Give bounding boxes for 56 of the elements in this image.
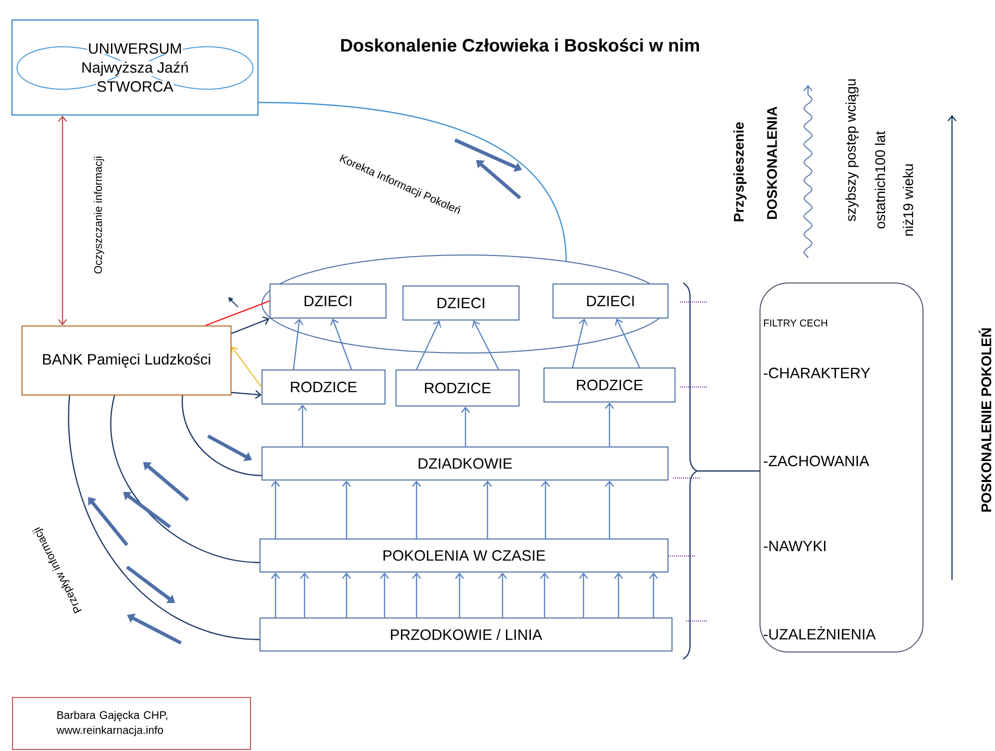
arrow <box>541 480 550 538</box>
arrow <box>572 318 588 368</box>
generation-box: DZIECI <box>402 286 520 320</box>
arrow <box>455 572 464 618</box>
arrow <box>342 480 351 538</box>
generation-box: POKOLENIA W CZASIE <box>260 538 668 572</box>
arrow <box>605 402 614 446</box>
arrow <box>231 316 270 334</box>
rotated-label: szybszy postęp wciągu <box>845 79 859 222</box>
arrow <box>649 572 658 618</box>
generation-box: DZIADKOWIE <box>262 446 668 480</box>
author-box: Barbara Gajęcka CHP, www.reinkarnacja.info <box>12 697 251 750</box>
arrow <box>412 572 421 618</box>
memory-bank-box: BANK Pamięci Ludzkości <box>22 326 232 396</box>
arrow <box>342 572 351 618</box>
arrow <box>292 318 304 370</box>
rotated-label: niż19 wieku <box>902 164 914 236</box>
universe-box: UNIWERSUM Najwyższa Jaźń STWORCA <box>12 20 258 116</box>
generation-box: DZIECI <box>270 284 386 318</box>
arrow <box>461 406 470 446</box>
edge-label: Oczyszczanie informacji <box>92 155 106 275</box>
arrow <box>271 572 280 618</box>
arrow <box>298 404 307 446</box>
connector-line <box>205 300 270 326</box>
connector-line <box>110 395 260 564</box>
arrow <box>614 318 640 368</box>
generation-box: RODZICE <box>396 370 520 406</box>
rotated-label: DOSKONALENIA <box>767 106 777 219</box>
arrow <box>605 480 614 538</box>
connector-line <box>258 102 567 262</box>
arrow <box>231 346 262 388</box>
arrow <box>579 572 588 618</box>
filter-box: FILTRY CECH -CHARAKTERY -ZACHOWANIA -NAWYKI -UZALEŻNIENIA <box>760 282 924 652</box>
arrow <box>472 320 500 370</box>
arrow <box>231 390 262 399</box>
connector-line <box>182 395 262 476</box>
generation-box: DZIECI <box>552 284 668 318</box>
rotated-label: POSKONALENIE POKOLEŃ <box>978 328 992 512</box>
connector-line <box>68 395 260 640</box>
arrow <box>271 480 280 538</box>
arrow <box>498 572 507 618</box>
generation-box: RODZICE <box>262 370 386 404</box>
arrow <box>540 572 549 618</box>
arrow <box>380 572 389 618</box>
generation-box: RODZICE <box>544 368 676 402</box>
rotated-label: Przyspieszenie <box>733 122 747 222</box>
generation-box: PRZODKOWIE / LINIA <box>260 618 672 652</box>
arrow <box>483 480 492 538</box>
rotated-label: ostatnich100 lat <box>874 131 886 228</box>
arrow <box>330 318 352 370</box>
arrow <box>416 320 442 370</box>
arrow <box>300 572 309 618</box>
arrow <box>614 572 623 618</box>
arrow <box>412 480 421 538</box>
double-arrow <box>58 116 67 326</box>
title: Doskonalenie Człowieka i Boskości w nim <box>341 38 699 52</box>
